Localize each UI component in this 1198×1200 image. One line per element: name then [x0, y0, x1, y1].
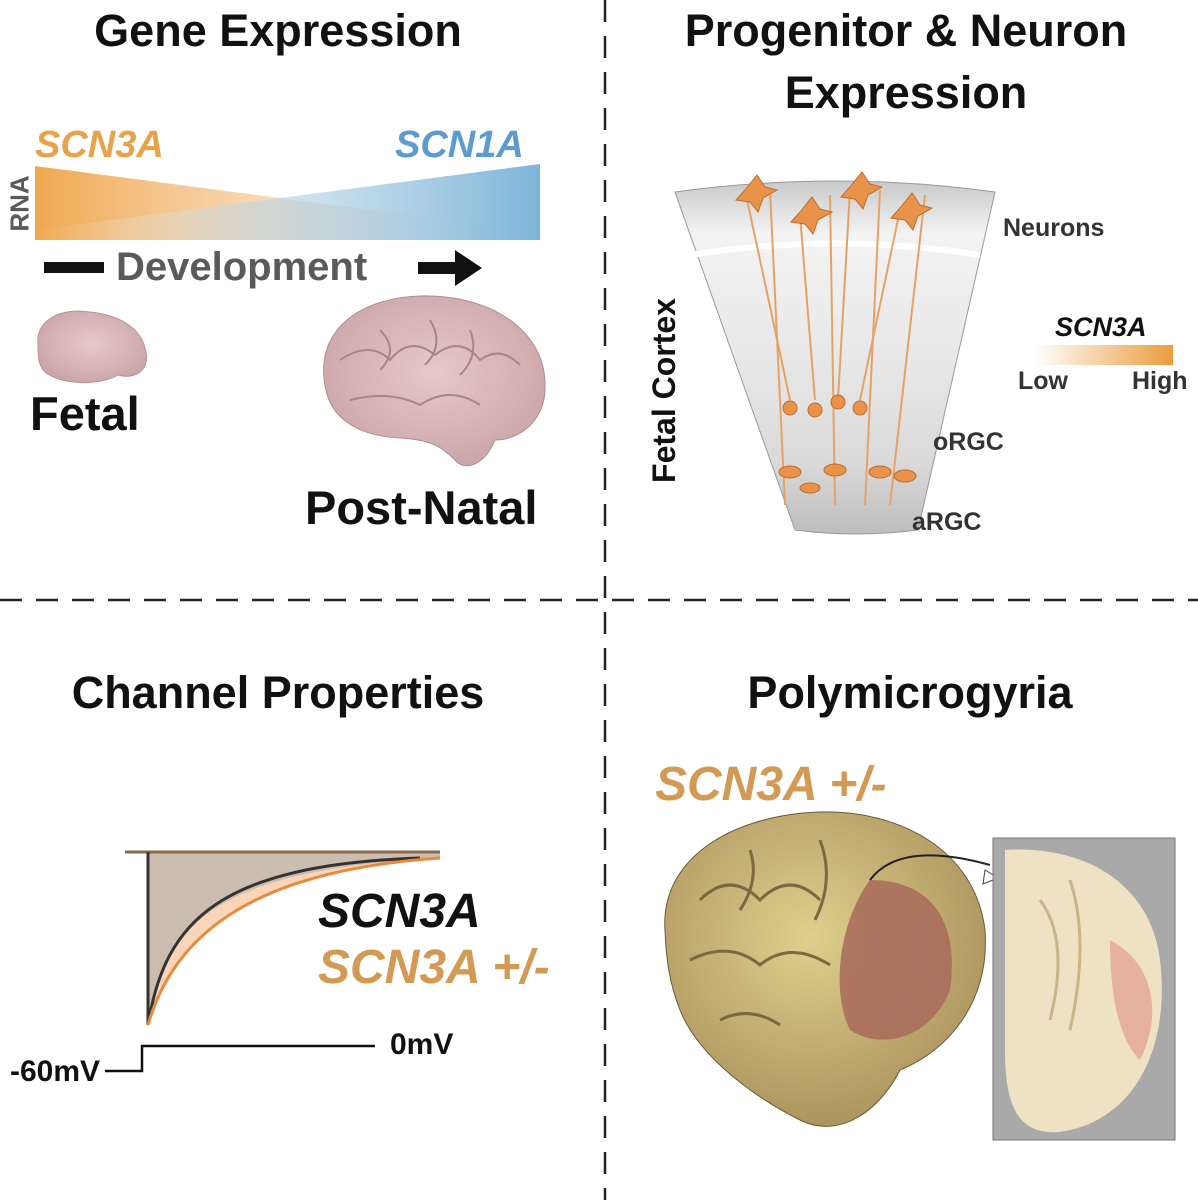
development-bar	[44, 262, 104, 273]
rna-axis-label: RNA	[4, 175, 35, 232]
argc-label: aRGC	[912, 508, 982, 536]
arrow-right-icon	[418, 250, 482, 286]
scn1a-expression-wedge	[35, 164, 540, 240]
scn1a-label: SCN1A	[395, 124, 524, 166]
scn3a-label: SCN3A	[35, 124, 164, 166]
legend-title: SCN3A	[1055, 312, 1147, 342]
genotype-label: SCN3A +/-	[655, 758, 887, 811]
development-label: Development	[116, 245, 368, 289]
progenitor-title-line1: Progenitor & Neuron	[684, 5, 1128, 56]
legend-scn3a-het: SCN3A +/-	[318, 941, 550, 994]
orgc-label: oRGC	[933, 428, 1004, 456]
brain-section-image	[992, 837, 1176, 1141]
polymicrogyria-title: Polymicrogyria	[747, 667, 1073, 718]
neurons-label: Neurons	[1003, 214, 1105, 242]
progenitor-title-line2: Expression	[784, 67, 1028, 118]
voltage-step-protocol	[105, 1044, 375, 1073]
scn3a-legend-gradient	[1035, 345, 1173, 365]
fetal-brain-image	[37, 310, 148, 384]
channel-properties-title: Channel Properties	[71, 667, 485, 718]
fetal-cortex-label: Fetal Cortex	[645, 298, 682, 483]
fetal-cortex-diagram	[674, 171, 996, 535]
sodium-current-trace	[105, 850, 441, 1073]
legend-high: High	[1132, 367, 1188, 395]
holding-potential-label: -60mV	[10, 1055, 101, 1088]
postnatal-brain-image	[323, 295, 546, 467]
legend-scn3a-wt: SCN3A	[318, 885, 481, 938]
fetal-label: Fetal	[30, 387, 140, 440]
gene-expression-title: Gene Expression	[94, 5, 462, 56]
step-potential-label: 0mV	[390, 1028, 454, 1061]
polymicrogyria-brain-image	[664, 811, 1000, 1127]
legend-low: Low	[1018, 367, 1068, 395]
postnatal-label: Post-Natal	[305, 481, 538, 534]
